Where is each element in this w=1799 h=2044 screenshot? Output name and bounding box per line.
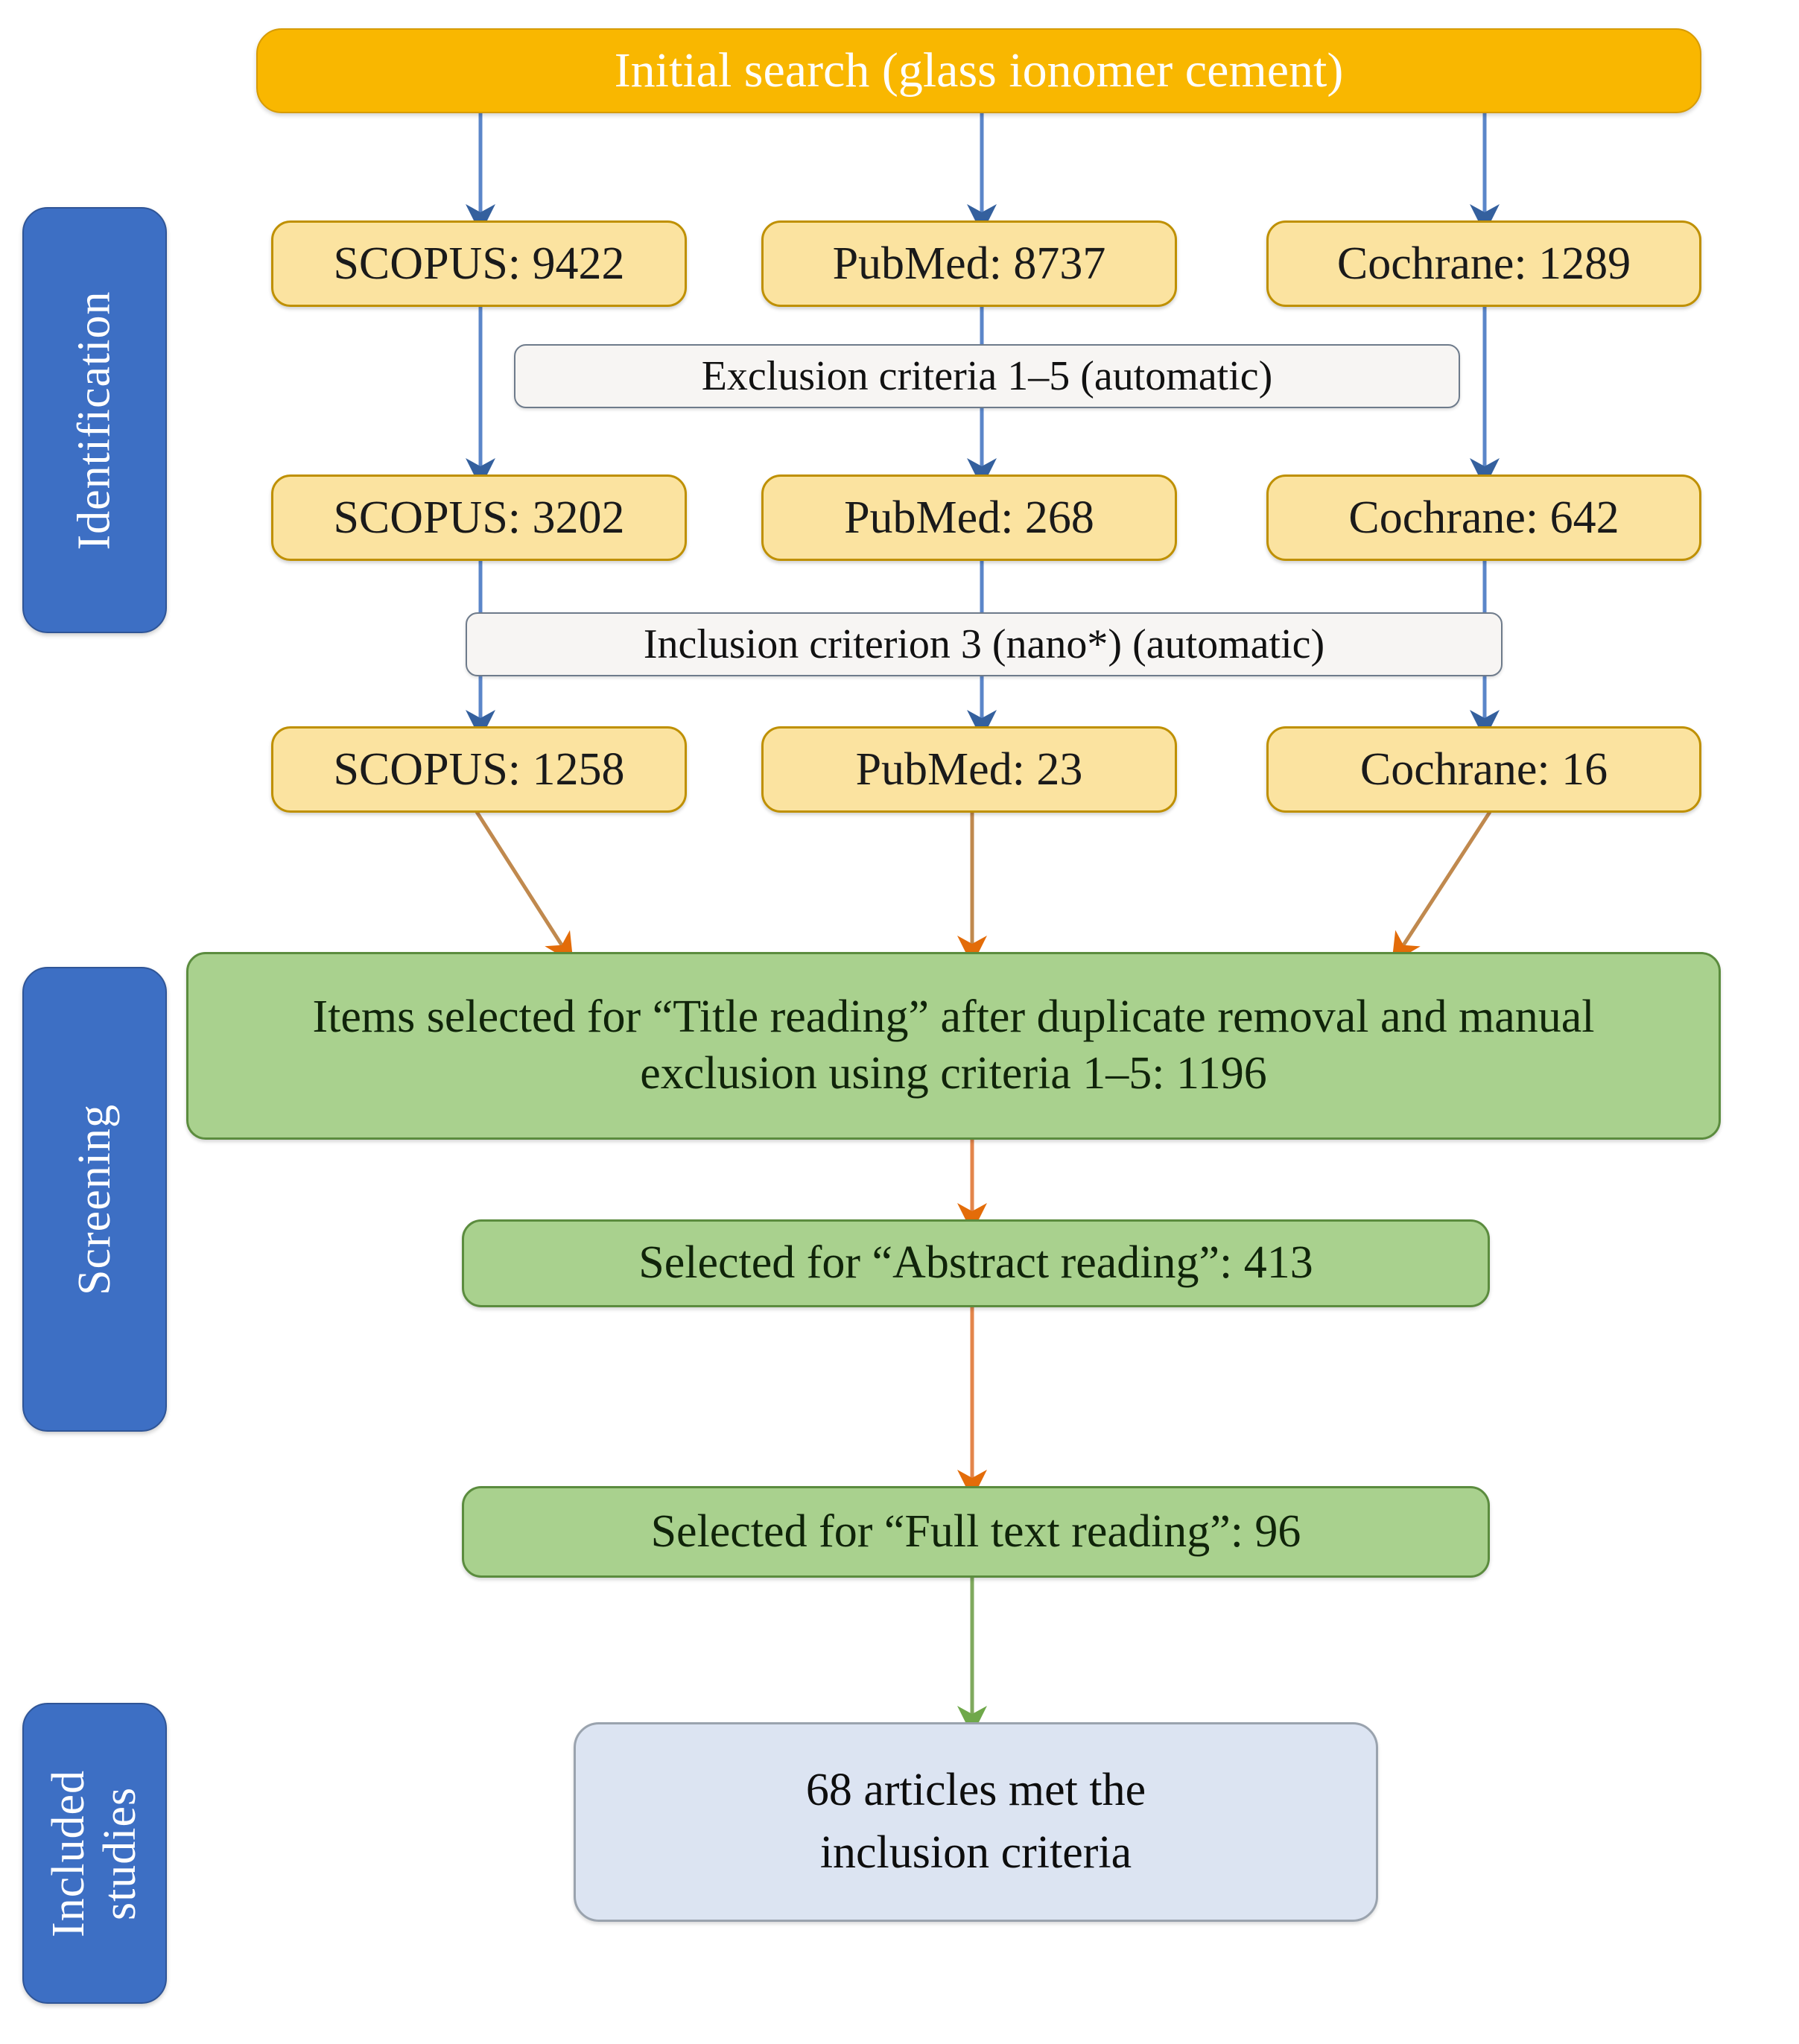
db-box-cochrane-initial: Cochrane: 1289: [1266, 220, 1701, 307]
db-box-cochrane-after-exclusion: Cochrane: 642: [1266, 475, 1701, 561]
stage-label-included-studies-text: Included studies: [42, 1769, 146, 1937]
db-box-pubmed-after-inclusion: PubMed: 23: [761, 726, 1177, 813]
stage-label-included-studies: Included studies: [22, 1703, 167, 2004]
db-box-pubmed-initial: PubMed: 8737: [761, 220, 1177, 307]
arrow-scopus3-to-title-reading: [475, 810, 574, 964]
db-box-cochrane-after-inclusion: Cochrane: 16: [1266, 726, 1701, 813]
db-box-scopus-after-exclusion: SCOPUS: 3202: [271, 475, 687, 561]
abstract-reading-box: Selected for “Abstract reading”: 413: [462, 1219, 1490, 1307]
title-reading-box: Items selected for “Title reading” after…: [186, 952, 1721, 1140]
arrow-cochrane3-to-title-reading: [1392, 810, 1492, 964]
stage-label-identification: Identification: [22, 207, 167, 633]
db-box-scopus-after-inclusion: SCOPUS: 1258: [271, 726, 687, 813]
stage-label-screening: Screening: [22, 967, 167, 1432]
stage-label-screening-text: Screening: [69, 1103, 120, 1295]
included-result-box: 68 articles met the inclusion criteria: [574, 1722, 1378, 1922]
stage-label-identification-text: Identification: [69, 291, 120, 550]
full-text-reading-box: Selected for “Full text reading”: 96: [462, 1486, 1490, 1578]
included-result-line-1: 68 articles met the: [805, 1765, 1146, 1816]
db-box-scopus-initial: SCOPUS: 9422: [271, 220, 687, 307]
db-box-pubmed-after-exclusion: PubMed: 268: [761, 475, 1177, 561]
initial-search-box: Initial search (glass ionomer cement): [256, 28, 1701, 113]
included-result-line-2: inclusion criteria: [819, 1827, 1132, 1878]
inclusion-criterion-box: Inclusion criterion 3 (nano*) (automatic…: [466, 612, 1503, 676]
exclusion-criteria-box: Exclusion criteria 1–5 (automatic): [514, 344, 1460, 408]
